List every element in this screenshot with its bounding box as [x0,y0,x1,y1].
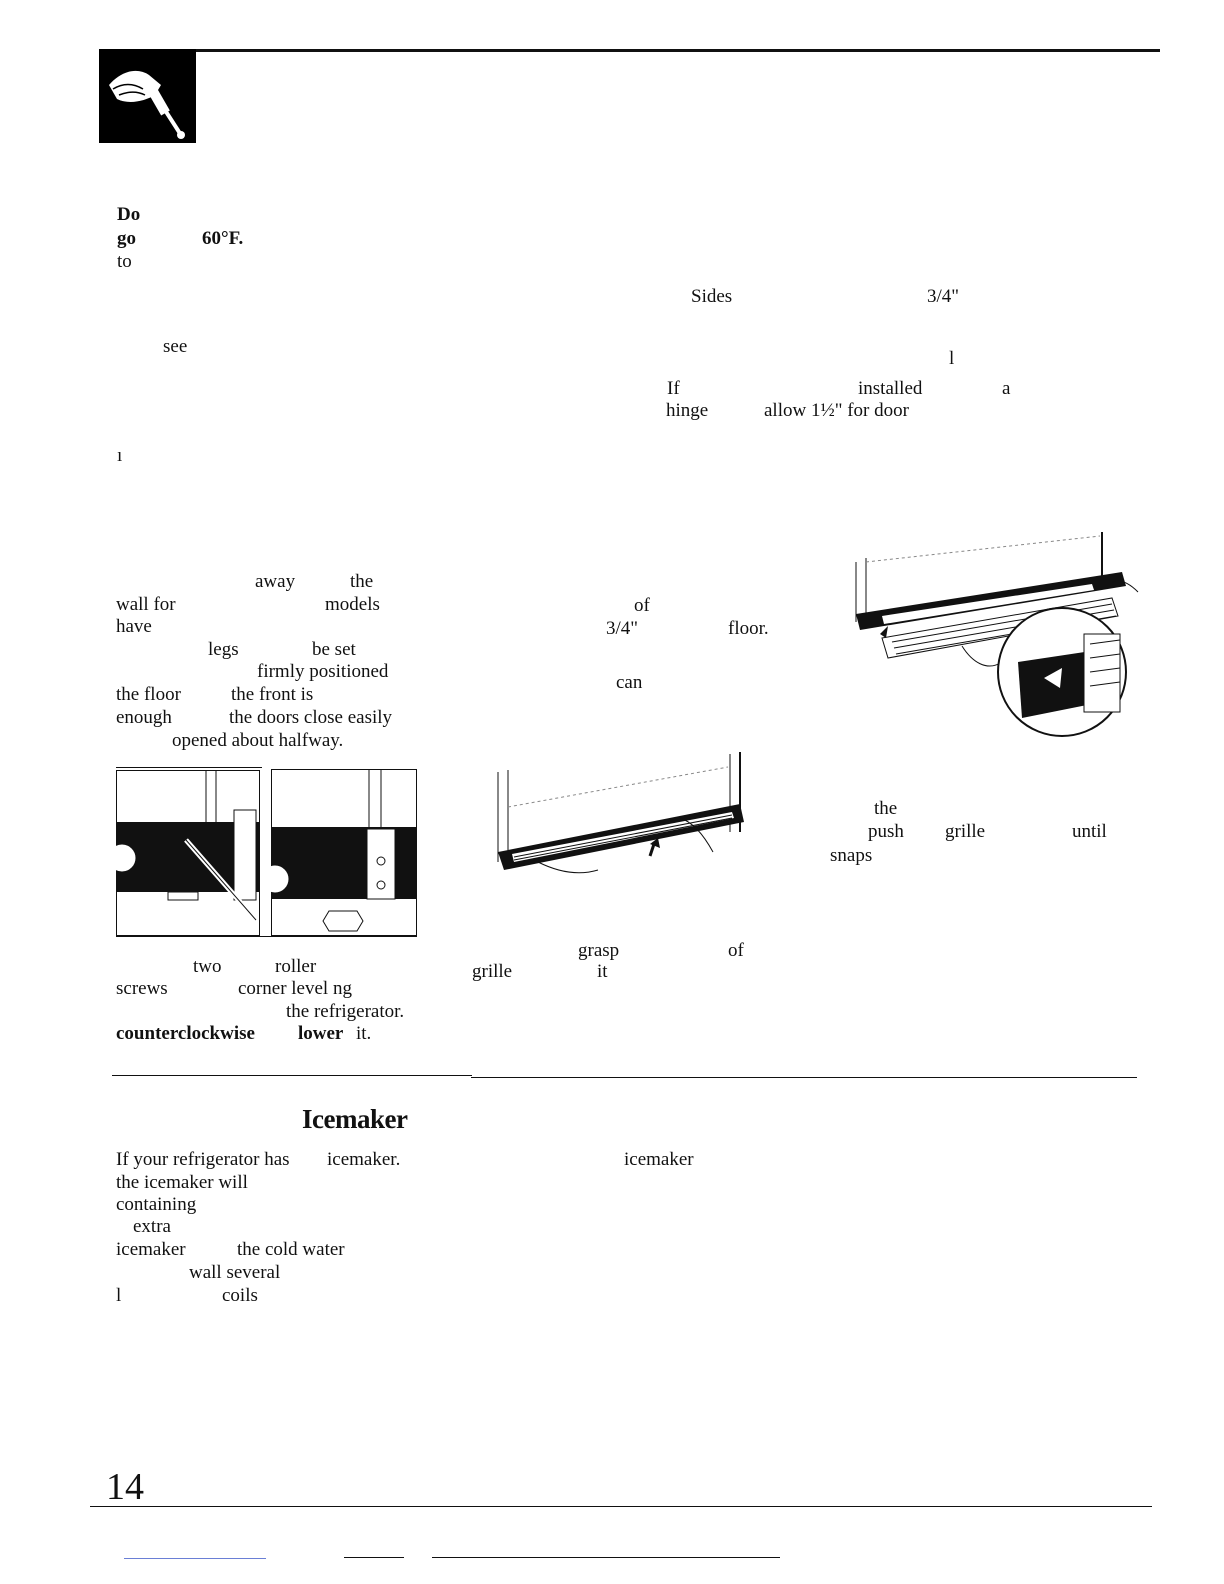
text-three-quarter-1: 3/4" [927,286,960,307]
text-go: go [117,228,136,249]
text-firmly: firmly positioned [257,661,389,682]
roller-screw-illustration [107,770,260,936]
text-legs: legs [208,639,239,660]
figure-bottom-rule [116,936,417,937]
text-extra: extra [133,1216,171,1237]
text-the-1: the [350,571,374,592]
text-counterclockwise: counterclockwise [116,1023,255,1044]
leveling-leg-illustration [260,769,417,936]
text-roller: roller [275,956,317,977]
text-coils: coils [222,1285,258,1306]
text-screws: screws [116,978,168,999]
text-icemaker-right: icemaker [624,1149,694,1170]
text-grasp: grasp [578,940,620,961]
text-wall-several: wall several [189,1262,281,1283]
text-l-1: l [949,348,955,369]
text-containing: containing [116,1194,197,1215]
text-lower: lower [298,1023,344,1044]
text-doors-close: the doors close easily [229,707,393,728]
text-the-refrigerator: the refrigerator. [286,1001,405,1022]
text-grille-1: grille [472,961,513,982]
text-to: to [117,251,132,272]
text-be-set: be set [312,639,356,660]
text-have: have [116,616,152,637]
header-rule [100,49,1160,52]
footer-mark-short [344,1557,404,1558]
section-divider-left [112,1075,472,1076]
text-do: Do [117,204,141,225]
text-grille-2: grille [945,821,986,842]
text-if-1: If [667,378,680,399]
text-wall-for: wall for [116,594,176,615]
text-of-1: of [634,595,650,616]
text-icemaker-2: icemaker [116,1239,186,1260]
text-corner-leveling: corner level ng [238,978,352,999]
text-snaps: snaps [830,845,873,866]
text-floor: floor. [728,618,769,639]
text-cold-water: the cold water [237,1239,345,1260]
footer-mark-long [432,1557,780,1558]
text-push: push [868,821,904,842]
text-enough: enough [116,707,172,728]
text-installed: installed [858,378,923,399]
text-a: a [1002,378,1011,399]
text-icemaker-will: the icemaker will [116,1172,248,1193]
text-it-1: it. [356,1023,372,1044]
text-it-2: it [597,961,608,982]
text-two: two [193,956,222,977]
icemaker-heading: Icemaker [302,1104,408,1134]
text-allow-door: allow 1½" for door [764,400,909,421]
text-see: see [163,336,188,357]
footer-rule [90,1506,1152,1507]
text-60f: 60°F. [202,228,244,249]
text-sides: Sides [691,286,733,307]
footer-mark-blue [124,1558,266,1559]
text-opened-halfway: opened about halfway. [172,730,344,751]
text-of-2: of [728,940,744,961]
text-models: models [325,594,380,615]
text-l-2: l [116,1285,122,1306]
text-if-refrigerator-has: If your refrigerator has [116,1149,290,1170]
grille-remove-illustration [478,752,754,878]
text-the-front-is: the front is [231,684,314,705]
text-away: away [255,571,296,592]
text-dot: ı [117,445,123,466]
text-three-quarter-2: 3/4" [606,618,639,639]
figure-top-rule [116,767,262,768]
section-divider-right [471,1077,1137,1078]
text-icemaker-period: icemaker. [327,1149,401,1170]
screwdriver-hand-icon [99,49,196,143]
grille-install-illustration [822,522,1140,746]
text-the-2: the [874,798,898,819]
text-can: can [616,672,643,693]
text-until: until [1072,821,1107,842]
text-hinge: hinge [666,400,709,421]
page-number: 14 [106,1466,144,1508]
text-the-floor: the floor [116,684,181,705]
